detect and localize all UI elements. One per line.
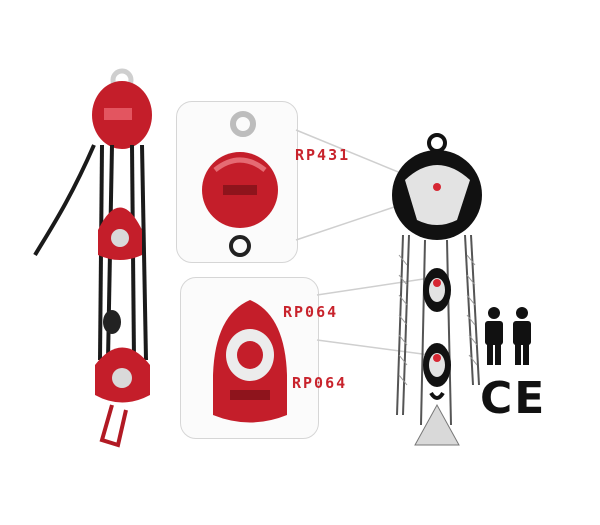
middle-pulley-label: RP064 xyxy=(283,303,339,321)
bottom-pulley-label: RP064 xyxy=(292,374,348,392)
assembled-pulley-system-photo xyxy=(33,68,152,448)
pulley-system-schematic xyxy=(392,133,482,446)
rp064-pulley-photo xyxy=(213,300,287,423)
top-pulley-label: RP431 xyxy=(295,146,351,164)
rp431-pulley-photo xyxy=(202,111,278,257)
two-person-icon xyxy=(485,307,531,365)
ce-mark-icon: CE xyxy=(480,373,547,424)
